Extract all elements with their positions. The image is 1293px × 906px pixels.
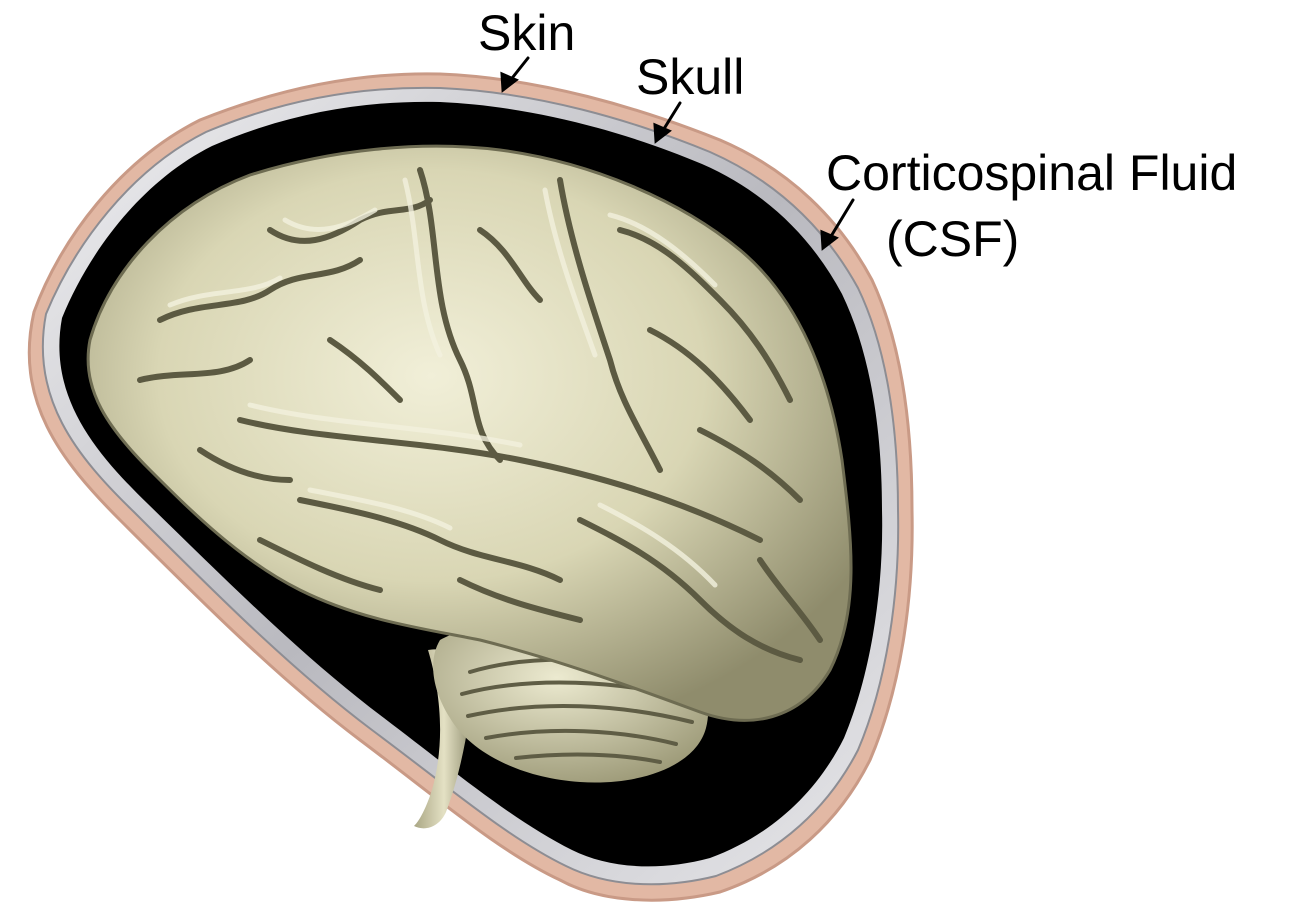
skin-label: Skin [478, 8, 575, 58]
csf-label-line2: (CSF) [886, 214, 1019, 264]
csf-label-line1: Corticospinal Fluid [826, 148, 1237, 198]
skull-label: Skull [636, 52, 744, 102]
